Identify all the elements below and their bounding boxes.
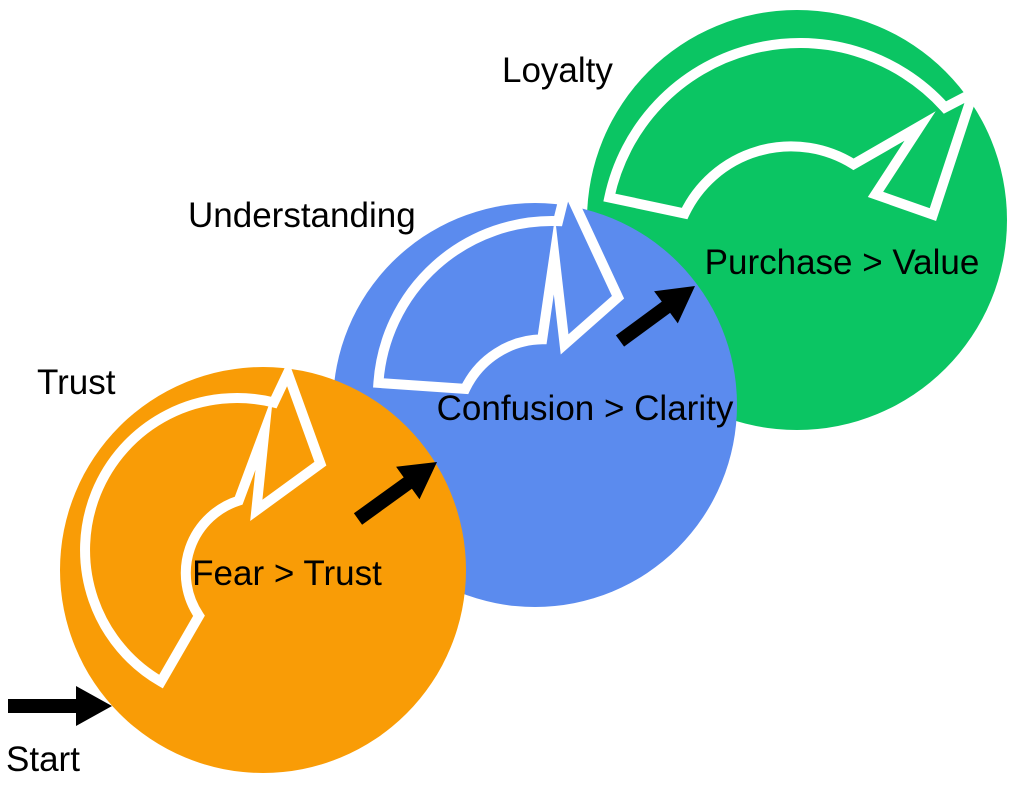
loyalty-loop-arrow-icon bbox=[603, 38, 982, 222]
understanding-loop-arrow-icon bbox=[373, 171, 625, 395]
understanding-inner-label: Confusion > Clarity bbox=[437, 389, 734, 428]
trust-inner-label: Fear > Trust bbox=[192, 554, 382, 593]
trust-stage-label: Trust bbox=[37, 363, 116, 402]
start-label: Start bbox=[6, 740, 80, 779]
arrow-trust-to-understanding bbox=[353, 462, 437, 525]
arrow-understanding-to-loyalty bbox=[615, 286, 695, 347]
loyalty-stage-label: Loyalty bbox=[502, 51, 613, 90]
loyalty-inner-label: Purchase > Value bbox=[705, 243, 980, 282]
trust-loop-arrow-icon bbox=[80, 360, 327, 689]
understanding-stage-label: Understanding bbox=[188, 196, 416, 235]
stage-trust: Fear > Trust bbox=[60, 360, 466, 773]
arrow-start-to-trust bbox=[8, 686, 112, 726]
